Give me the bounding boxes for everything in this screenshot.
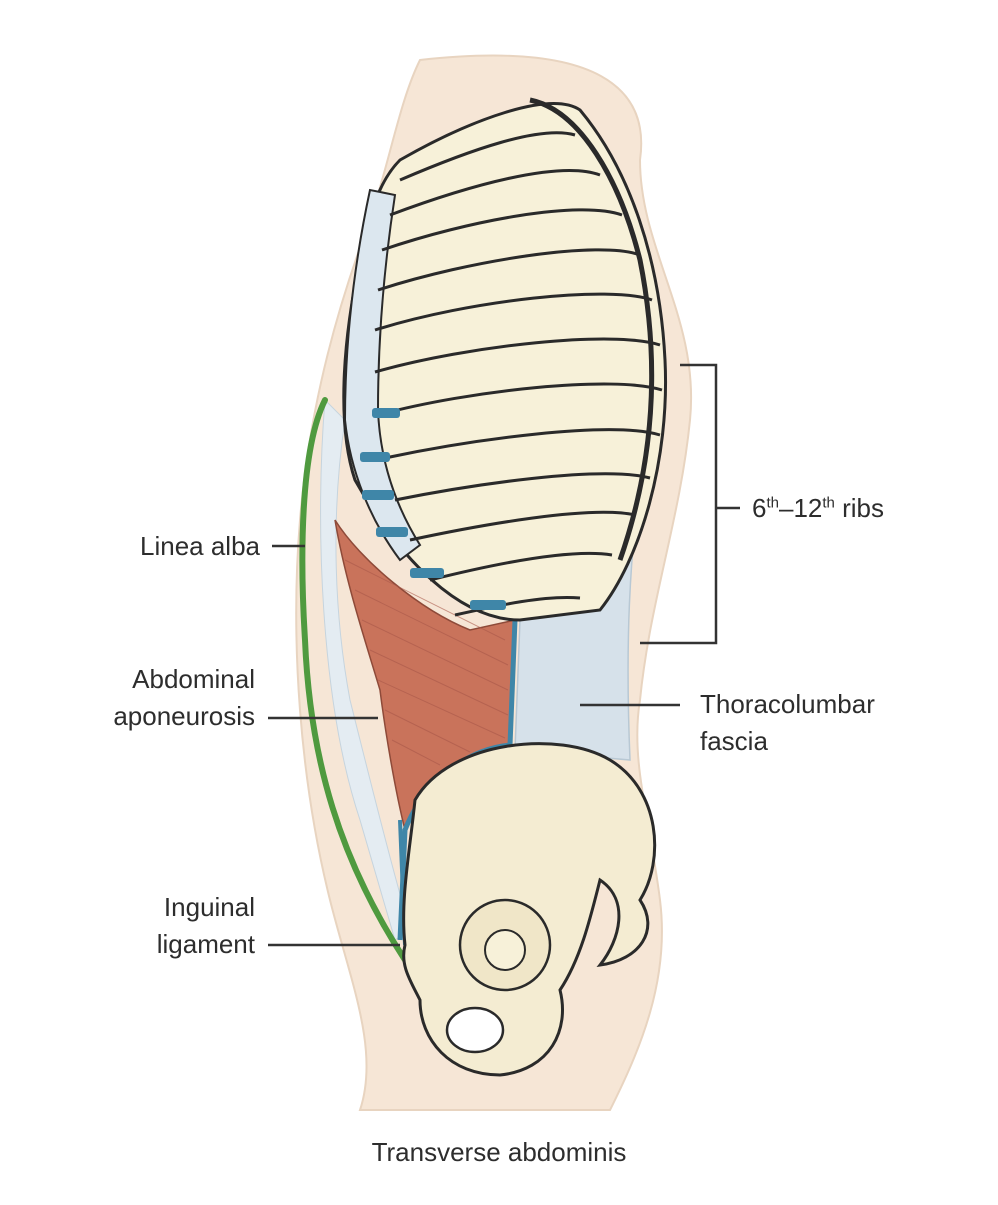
label-abdominal-aponeurosis-2: aponeurosis (113, 701, 255, 731)
label-abdominal-aponeurosis-1: Abdominal (132, 664, 255, 694)
label-inguinal-ligament-2: ligament (156, 929, 255, 959)
label-inguinal-ligament-1: Inguinal (163, 892, 255, 922)
label-linea-alba: Linea alba (140, 531, 260, 561)
ribs-dash: –12 (778, 493, 823, 523)
rib-cage (342, 97, 668, 622)
ribs-bracket (640, 363, 718, 645)
ribs-start: 6 (752, 493, 767, 523)
label-thoracolumbar-2: fascia (700, 726, 768, 756)
figure-caption: Transverse abdominis (371, 1137, 627, 1167)
label-ribs: 6th–12th ribs (752, 492, 884, 524)
rib-tip-tendons (360, 408, 506, 610)
anterior-fascia (320, 398, 411, 941)
muscle-fibers (344, 559, 509, 766)
costal-cartilage (343, 188, 422, 562)
obturator-foramen (445, 1006, 505, 1054)
ribs-tail: ribs (834, 493, 885, 523)
vertebral-column (529, 97, 655, 561)
ribs (374, 131, 663, 617)
leader-lines (268, 363, 740, 947)
ribs-end-sup: th (822, 494, 835, 512)
ribs-start-sup: th (766, 494, 779, 512)
linea-alba (299, 397, 408, 963)
label-thoracolumbar-1: Thoracolumbar (700, 689, 875, 719)
acetabulum-inner (484, 929, 526, 971)
